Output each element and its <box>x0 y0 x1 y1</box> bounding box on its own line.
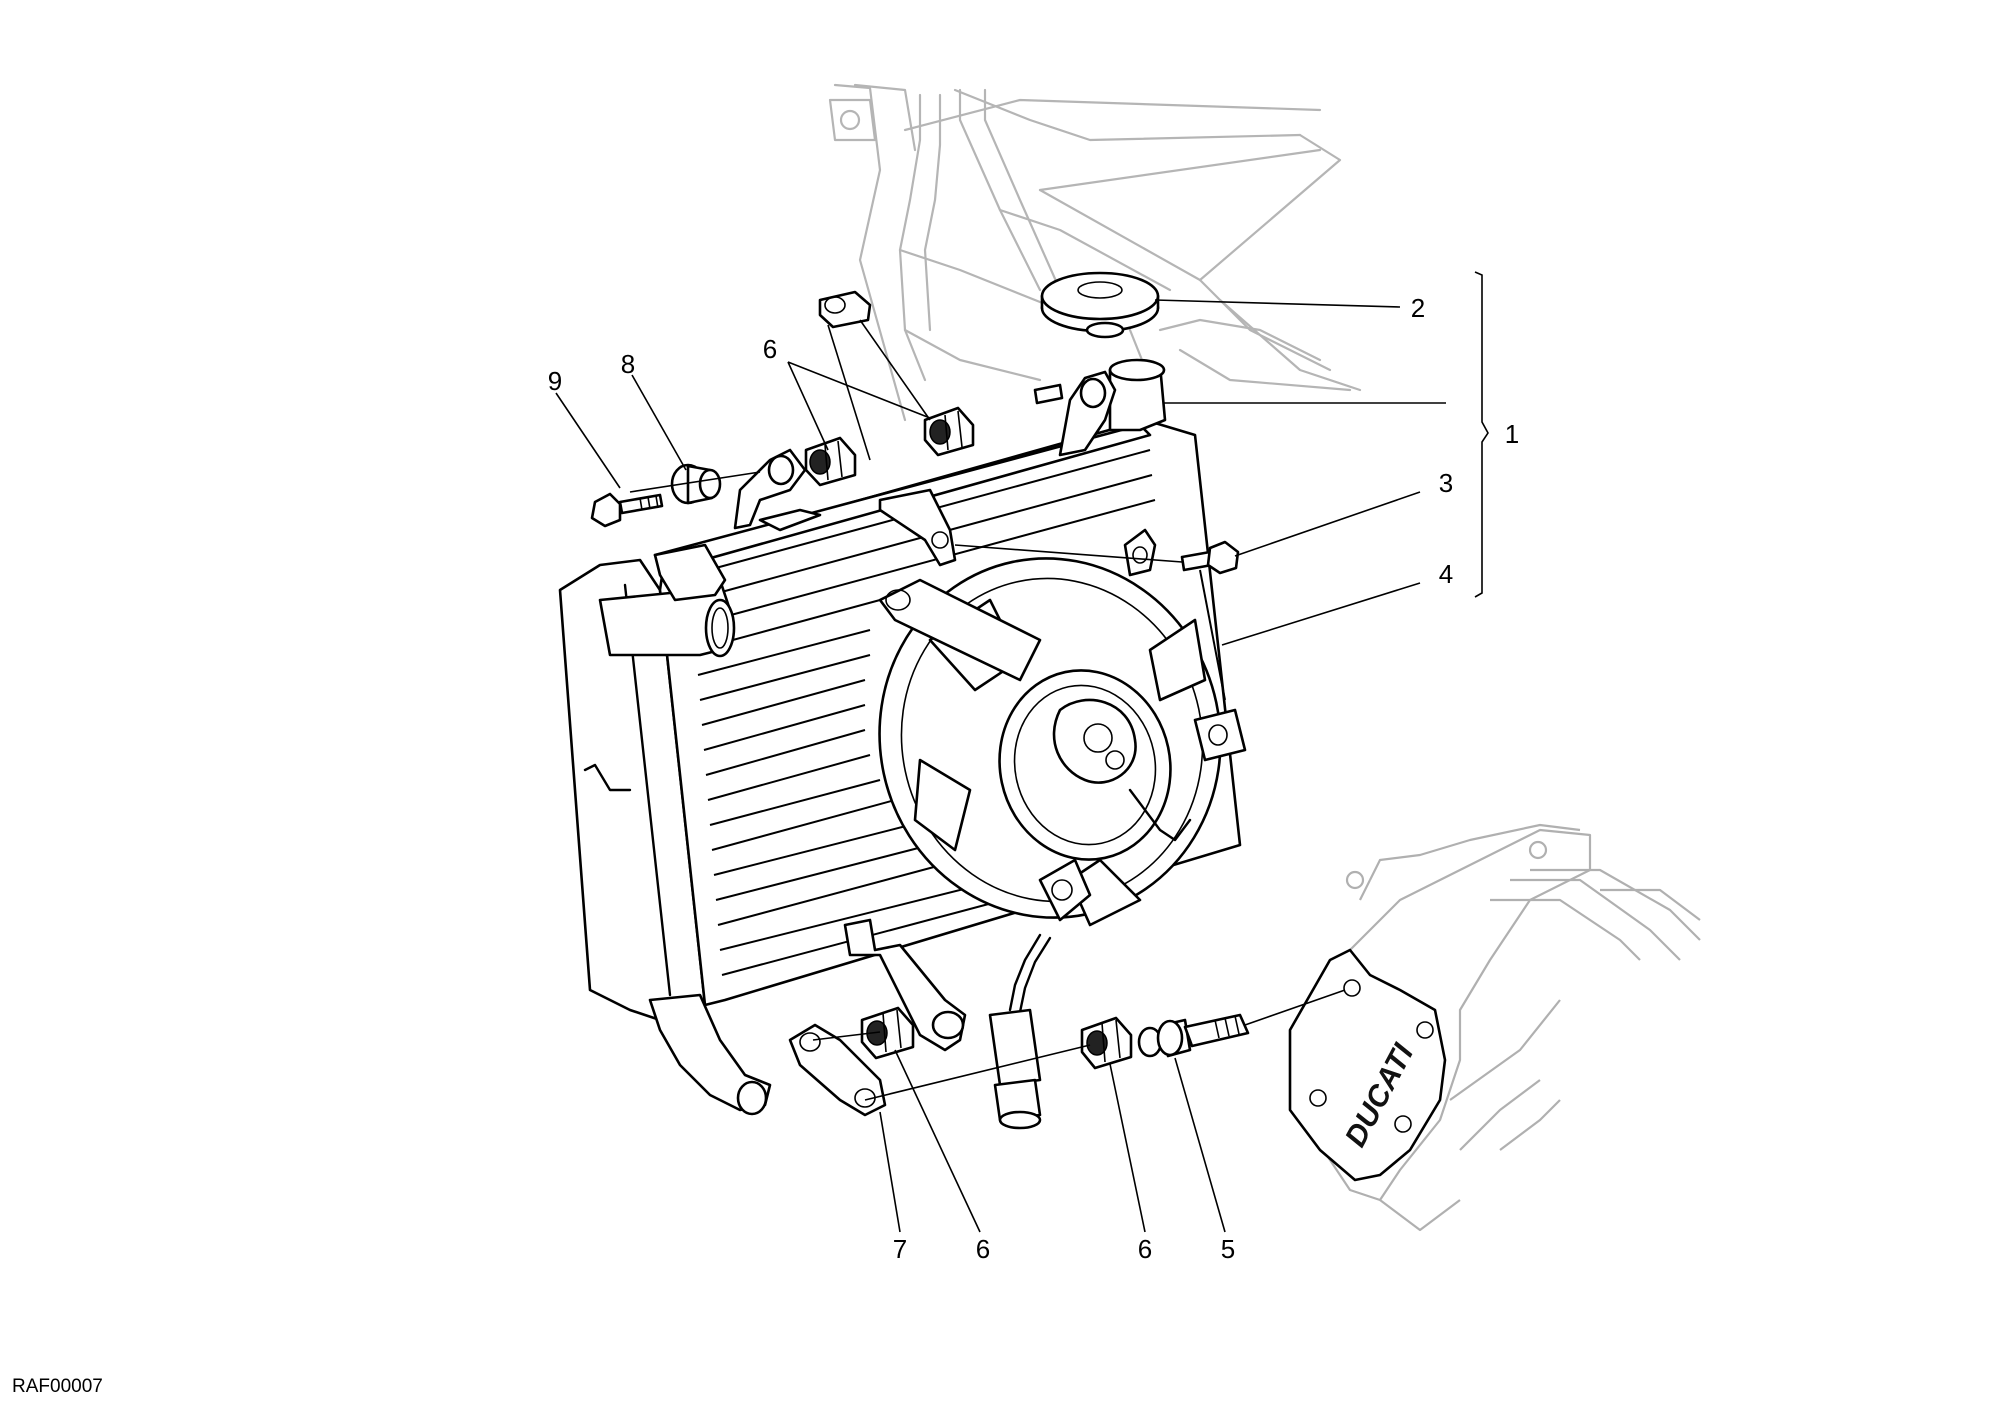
lower-mount-bracket <box>843 918 967 1052</box>
bolt <box>590 492 664 528</box>
filler-neck <box>1058 358 1167 457</box>
exploded-view-lines <box>629 319 1346 1101</box>
callout-labels: 1 2 3 4 5 6 6 6 7 8 9 <box>548 293 1519 1264</box>
drawing-code: RAF00007 <box>12 1376 103 1397</box>
callout-6-top: 6 <box>763 334 777 364</box>
rubber-mount <box>1080 1016 1133 1070</box>
leader-lines <box>555 271 1489 1233</box>
callout-5: 5 <box>1221 1234 1235 1264</box>
callout-7: 7 <box>893 1234 907 1264</box>
rubber-mount <box>923 406 975 457</box>
radiator-fins <box>689 449 1226 976</box>
upper-mount-bracket-left <box>733 448 822 532</box>
upper-mount-bracket-center <box>878 488 957 567</box>
callout-1: 1 <box>1505 419 1519 449</box>
radiator-cap <box>1040 271 1160 339</box>
callout-4: 4 <box>1439 559 1453 589</box>
bolt <box>1180 540 1240 575</box>
cooling-fan <box>878 557 1247 1130</box>
rubber-mount <box>804 436 857 487</box>
stud-bolt <box>1137 1013 1250 1058</box>
callout-6-bottom-right: 6 <box>1138 1234 1152 1264</box>
callout-8: 8 <box>621 349 635 379</box>
engine-side-cover: DUCATI <box>1288 948 1447 1182</box>
bolt <box>818 290 872 329</box>
link-plate <box>788 1023 887 1117</box>
callout-9: 9 <box>548 366 562 396</box>
radiator-right-mount <box>1123 528 1157 577</box>
engine-case <box>1298 823 1701 1232</box>
motorcycle-frame <box>828 83 1362 422</box>
callout-6-bottom-left: 6 <box>976 1234 990 1264</box>
spacer <box>670 463 722 505</box>
callout-2: 2 <box>1411 293 1425 323</box>
callout-3: 3 <box>1439 468 1453 498</box>
bolt <box>1033 383 1064 405</box>
